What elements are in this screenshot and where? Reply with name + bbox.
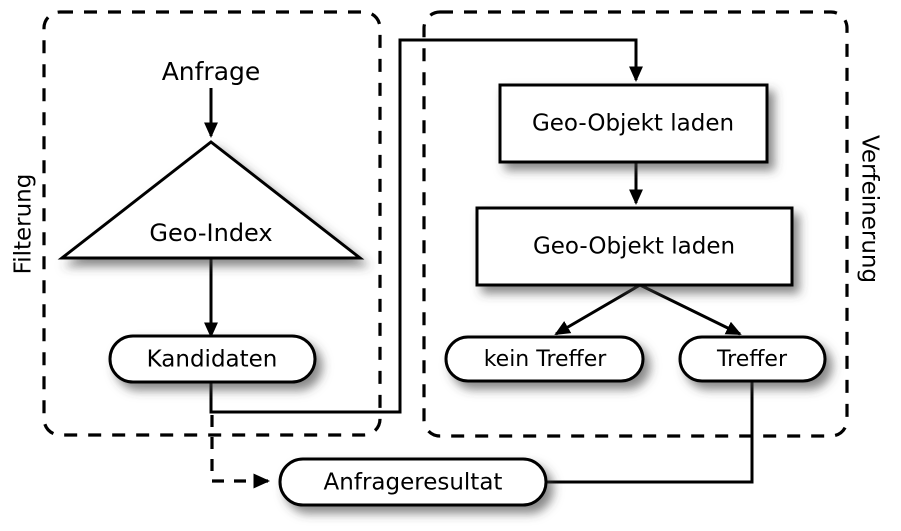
node-kein-treffer: kein Treffer [444,335,645,383]
node-anfrageresultat: Anfrageresultat [278,457,548,507]
node-treffer: Treffer [678,335,827,383]
geo-objekt-laden-2-rect-shape [475,206,794,287]
edge-kandidaten-to-geo-objekt-laden-1 [209,38,644,414]
node-geo-objekt-laden-1: Geo-Objekt laden [498,83,769,164]
treffer-stadium-shape [678,335,827,383]
node-anfrageresultat-label: Anfrageresultat [324,470,503,496]
geo-index-triangle-shape [57,140,365,260]
edge-treffer-to-anfrageresultat [546,378,754,484]
kein-treffer-stadium-shape [444,335,645,383]
phase-container-filterung: Filterung [11,10,382,437]
phase-label-filterung: Filterung [11,174,37,275]
geo-objekt-laden-1-rect-shape [498,83,769,164]
edge-kandidaten-to-anfrageresultat [210,415,271,489]
edge-geo-objekt-laden-2-to-treffer [639,283,742,336]
node-anfrage-label: Anfrage [162,57,261,86]
node-geo-objekt-laden-2: Geo-Objekt laden [475,206,794,287]
node-kandidaten-label: Kandidaten [147,347,278,373]
node-treffer-label: Treffer [716,347,788,372]
node-kandidaten: Kandidaten [108,334,317,384]
node-kein-treffer-label: kein Treffer [484,347,608,372]
kandidaten-stadium-shape [108,334,317,384]
node-geo-index: Geo-Index [57,140,365,260]
anfrageresultat-stadium-shape [278,457,548,507]
node-geo-objekt-laden-1-label: Geo-Objekt laden [532,111,734,137]
edge-geo-objekt-laden-2-to-kein-treffer [554,283,641,336]
filterung-dashed-border [42,10,382,437]
verfeinerung-dashed-border [422,10,849,438]
phase-label-verfeinerung: Verfeinerung [857,135,883,283]
node-geo-index-label: Geo-Index [149,219,272,247]
node-geo-objekt-laden-2-label: Geo-Objekt laden [533,234,735,260]
phase-container-verfeinerung: Verfeinerung [422,10,883,438]
